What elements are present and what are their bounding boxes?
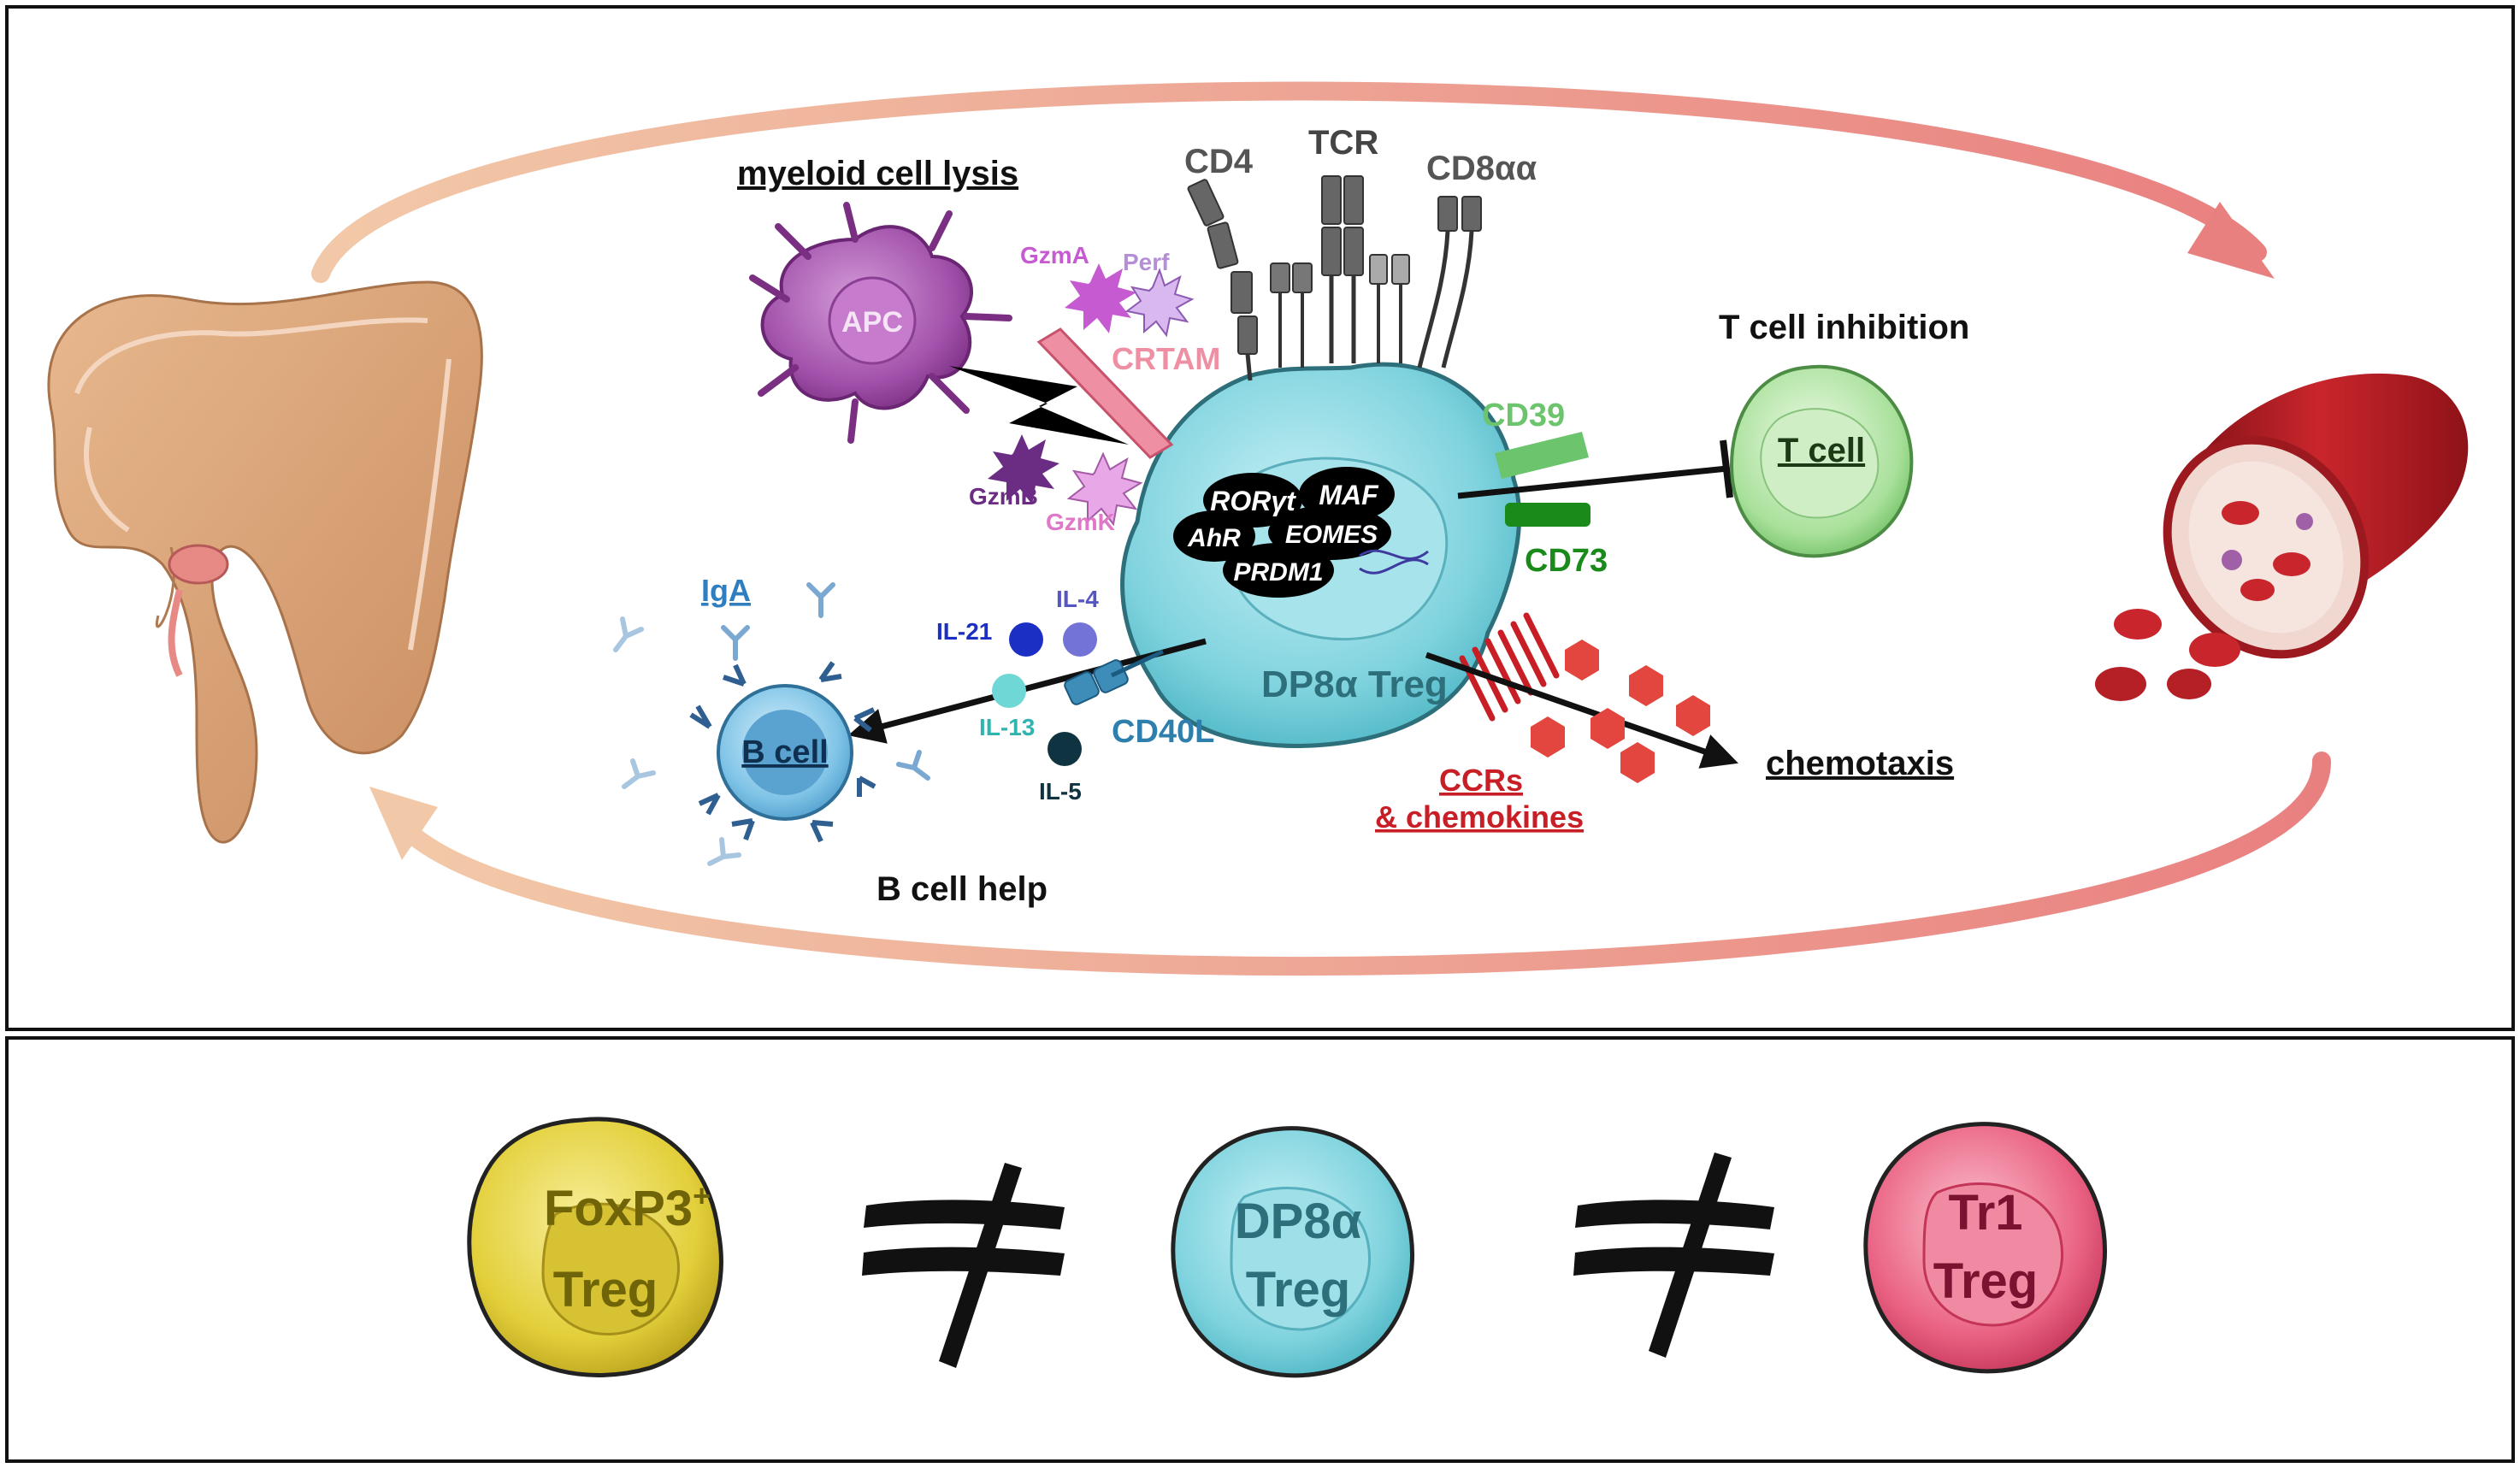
inhibition-line <box>1457 465 1728 499</box>
chemotaxis-label: chemotaxis <box>1766 745 1954 782</box>
dp8a-treg-cell-bottom <box>1171 1126 1414 1378</box>
il13-label: IL-13 <box>979 714 1035 740</box>
not-equal-sign-2 <box>1573 1153 1774 1358</box>
tf-prdm1-bubble <box>1223 543 1334 598</box>
t-cell-label: T cell <box>1778 432 1865 469</box>
t-cell-inhibition-label: T cell inhibition <box>1719 309 1969 346</box>
surface-receptors <box>1187 175 1482 381</box>
crtam-label: CRTAM <box>1112 341 1220 376</box>
cd73-receptor-icon <box>1505 503 1590 527</box>
lysis-bolt-icon <box>949 366 1129 445</box>
ccrs-label: CCRs <box>1439 763 1523 798</box>
dp8a-treg-line2: Treg <box>1246 1262 1351 1318</box>
circulation-arrowhead-bottom <box>369 787 438 860</box>
bottom-panel-frame <box>5 1036 2515 1463</box>
gzma-granule-icon <box>1065 263 1136 333</box>
foxp3-treg-line2: Treg <box>553 1262 658 1318</box>
iga-antibody-icons <box>613 582 930 866</box>
apc-label: APC <box>841 306 903 339</box>
foxp3-treg-cell <box>467 1117 723 1377</box>
cd40l-receptor-icon <box>1064 649 1165 705</box>
tf-ahr-label: AhR <box>1187 524 1241 552</box>
tf-ror-label: RORγt <box>1210 486 1296 516</box>
gzmb-label: GzmB <box>969 483 1038 510</box>
cd4-label: CD4 <box>1184 143 1254 180</box>
tf-maf-label: MAF <box>1319 480 1379 510</box>
il4-cytokine-icon <box>1063 622 1097 657</box>
circulation-arrowhead-top <box>2187 202 2275 279</box>
iga-label: IgA <box>701 573 751 608</box>
il21-label: IL-21 <box>936 618 992 645</box>
apc-cell <box>749 202 1012 444</box>
central-cell-label: DP8α Treg <box>1261 663 1448 705</box>
gzmk-granule-icon <box>1066 451 1143 527</box>
il5-label: IL-5 <box>1039 778 1082 805</box>
tf-ahr-bubble <box>1173 510 1255 562</box>
gzma-label: GzmA <box>1020 242 1089 268</box>
tr1-treg-cell <box>1863 1122 2107 1374</box>
cd8aa-label: CD8αα <box>1426 150 1537 187</box>
il5-cytokine-icon <box>1048 732 1082 766</box>
blood-vessel-illustration <box>2095 373 2469 701</box>
tr1-treg-line1: Tr1 <box>1948 1185 2022 1241</box>
surface-stubs-icon <box>1270 262 1313 368</box>
colon-illustration <box>47 280 483 844</box>
circulation-arc-top <box>311 81 2267 283</box>
chemokines-label: & chemokines <box>1375 799 1584 834</box>
il4-label: IL-4 <box>1056 586 1099 612</box>
b-cell-help-label: B cell help <box>876 870 1048 908</box>
top-panel-frame <box>5 5 2515 1031</box>
crtam-receptor-icon <box>1036 327 1174 459</box>
tr1-treg-line2: Treg <box>1933 1253 2039 1309</box>
not-equal-sign-1 <box>862 1163 1065 1368</box>
cd39-receptor-icon <box>1495 432 1589 479</box>
circulation-arc-bottom <box>392 752 2332 976</box>
b-cell <box>689 661 876 843</box>
cd4-receptor-icon <box>1187 179 1258 381</box>
il21-cytokine-icon <box>1009 622 1043 657</box>
gzmk-label: GzmK <box>1046 509 1115 535</box>
tf-eomes-label: EOMES <box>1285 521 1378 549</box>
inhibition-bar <box>1720 439 1733 498</box>
cd39-label: CD39 <box>1482 398 1565 433</box>
il13-cytokine-icon <box>992 674 1026 708</box>
chemokine-hexagons-icon <box>1531 640 1710 783</box>
t-cell <box>1729 364 1914 558</box>
transcription-factor-cluster: RORγt MAF AhR EOMES PRDM1 <box>1173 467 1429 598</box>
chemotaxis-arrow <box>1425 651 1738 769</box>
myeloid-cell-lysis-label: myeloid cell lysis <box>737 155 1018 192</box>
gzmb-granule-icon <box>988 434 1059 504</box>
tcr-label: TCR <box>1308 124 1378 162</box>
perf-label: Perf <box>1123 249 1170 275</box>
foxp3-treg-line1: FoxP3+ <box>544 1178 711 1236</box>
cd40l-label: CD40L <box>1112 714 1214 750</box>
dp8a-treg-line1: DP8α <box>1235 1194 1362 1249</box>
tf-prdm1-label: PRDM1 <box>1233 558 1323 587</box>
dna-helix-icon <box>1359 549 1429 575</box>
perf-granule-icon <box>1124 268 1195 338</box>
cd73-label: CD73 <box>1525 543 1608 579</box>
b-cell-label: B cell <box>741 734 828 770</box>
tcr-receptor-icon <box>1321 175 1410 363</box>
cd8aa-receptor-icon <box>1417 196 1482 368</box>
